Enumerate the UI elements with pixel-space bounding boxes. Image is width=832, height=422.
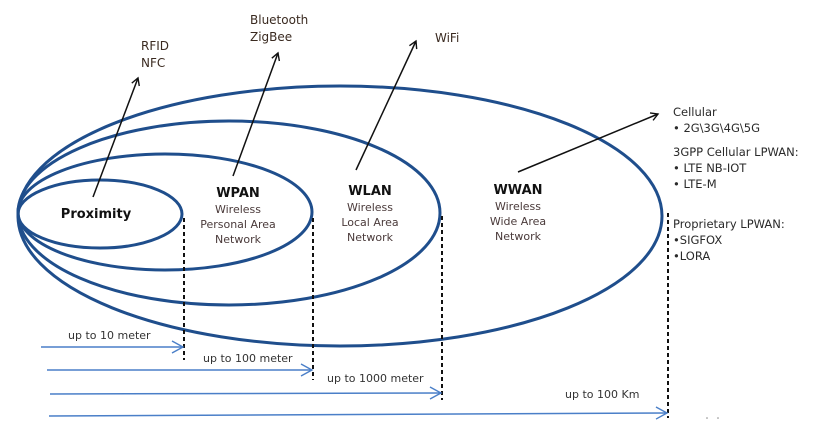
zone-wlan: WLAN Wireless Local Area Network xyxy=(330,184,410,245)
tech-nfc: NFC xyxy=(141,56,166,70)
range-label-10m: up to 10 meter xyxy=(68,329,151,342)
group-item: •SIGFOX xyxy=(673,233,723,247)
group-heading: Proprietary LPWAN: xyxy=(673,217,785,231)
tech-bluetooth: Bluetooth xyxy=(250,13,309,27)
zone-desc-line: Wireless xyxy=(494,200,542,213)
arrow-wpan-tech xyxy=(232,51,281,177)
zone-desc-line: Wireless xyxy=(214,203,262,216)
group-heading: 3GPP Cellular LPWAN: xyxy=(673,145,799,159)
zone-desc-line: Wide Area xyxy=(489,215,547,228)
zone-title: Proximity xyxy=(60,207,132,222)
tech-label-wpan: Bluetooth ZigBee xyxy=(250,12,308,46)
range-arrow-1000m xyxy=(49,386,443,400)
group-item: • LTE NB-IOT xyxy=(673,161,747,175)
tech-rfid: RFID xyxy=(141,39,170,53)
zone-title: WLAN xyxy=(348,184,392,199)
range-label-1000m: up to 1000 meter xyxy=(327,372,424,385)
group-item: •LORA xyxy=(673,249,711,263)
tech-label-wlan: WiFi xyxy=(435,30,459,47)
stray-dot xyxy=(717,417,719,419)
tech-wifi: WiFi xyxy=(435,31,460,45)
wwan-group-proprietary: Proprietary LPWAN: •SIGFOX •LORA xyxy=(673,216,799,264)
arrow-wlan-tech xyxy=(355,39,418,171)
zone-desc-line: Network xyxy=(347,231,393,244)
zone-proximity: Proximity xyxy=(56,207,136,223)
zone-title: WWAN xyxy=(493,183,543,198)
tech-label-proximity: RFID NFC xyxy=(141,38,169,72)
stray-dot xyxy=(706,417,708,419)
zone-desc-line: Network xyxy=(215,233,261,246)
tech-zigbee: ZigBee xyxy=(250,30,293,44)
wwan-tech-list: Cellular • 2G\3G\4G\5G 3GPP Cellular LPW… xyxy=(673,104,799,264)
arrow-wwan-tech xyxy=(517,112,660,173)
range-label-100m: up to 100 meter xyxy=(203,352,293,365)
group-heading: Cellular xyxy=(673,105,717,119)
zone-desc-line: Wireless xyxy=(346,201,394,214)
zone-title: WPAN xyxy=(216,186,260,201)
zone-desc-line: Network xyxy=(495,230,541,243)
group-item: • LTE-M xyxy=(673,177,717,191)
range-label-100km: up to 100 Km xyxy=(565,388,640,401)
range-arrow-100km xyxy=(48,406,669,420)
wwan-group-3gpp: 3GPP Cellular LPWAN: • LTE NB-IOT • LTE-… xyxy=(673,144,799,192)
zone-wwan: WWAN Wireless Wide Area Network xyxy=(478,183,558,244)
arrow-proximity-tech xyxy=(92,76,140,198)
zone-wpan: WPAN Wireless Personal Area Network xyxy=(188,186,288,247)
wwan-group-cellular: Cellular • 2G\3G\4G\5G xyxy=(673,104,799,136)
zone-desc-line: Local Area xyxy=(341,216,399,229)
group-item: • 2G\3G\4G\5G xyxy=(673,121,760,135)
zone-desc-line: Personal Area xyxy=(200,218,276,231)
